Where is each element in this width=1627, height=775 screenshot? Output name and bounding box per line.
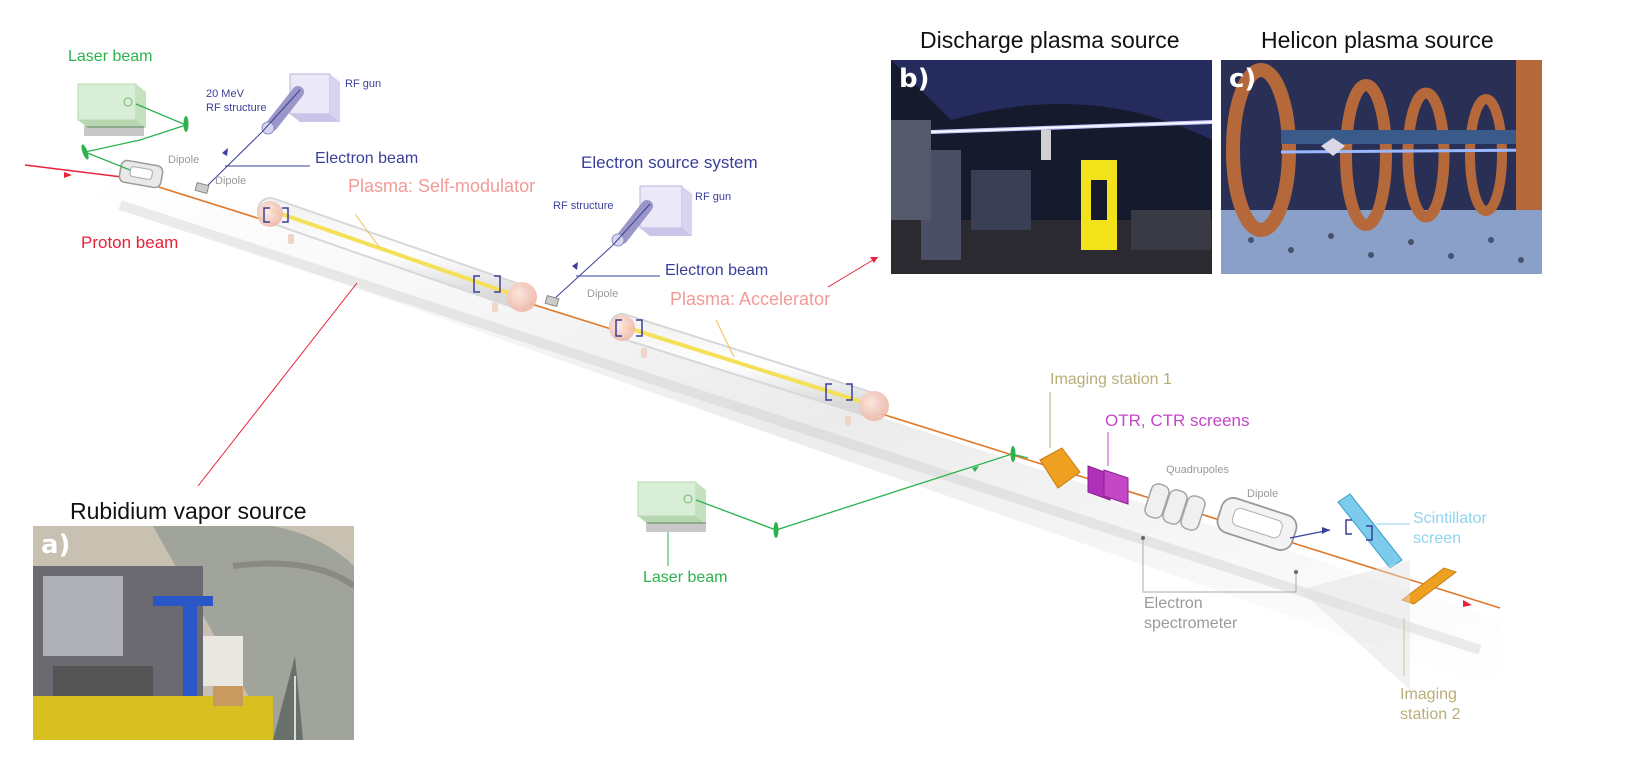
electron-beam-1-label: Electron beam [315, 150, 419, 167]
dipole-3-label: Dipole [587, 288, 619, 300]
rf-structure-20mev-line2: RF structure [206, 102, 267, 114]
imaging-station-1-icon [1039, 447, 1081, 489]
proton-beam-line [24, 164, 131, 179]
imaging-station-1-label: Imaging station 1 [1050, 371, 1172, 388]
dipole-4-label: Dipole [1247, 488, 1279, 500]
panel-b-photo: b) [891, 60, 1212, 274]
plasma-accelerator-tube [609, 313, 889, 426]
dipole-1-label: Dipole [168, 154, 200, 166]
plasma-accelerator-label: Plasma: Accelerator [670, 289, 831, 309]
scintillator-screen-icon [1337, 493, 1403, 569]
dipole-spectrometer-icon [1216, 497, 1298, 551]
electron-beam-2-label: Electron beam [665, 262, 769, 279]
rf-structure-2-label: RF structure [553, 200, 614, 212]
scintillator-screen-line1: Scintillator [1413, 510, 1487, 527]
laser-bottom-icon [637, 481, 706, 532]
rf-gun-1-label: RF gun [345, 78, 382, 90]
quadrupoles-label: Quadrupoles [1166, 464, 1229, 476]
plasma-self-modulator-tube [257, 197, 537, 312]
proton-arrow-icon [64, 172, 72, 178]
rf-gun-2-label: RF gun [695, 191, 732, 203]
rf-gun-1-icon [261, 73, 340, 135]
proton-beam-label: Proton beam [81, 233, 179, 252]
otr-ctr-screens-label: OTR, CTR screens [1105, 411, 1250, 430]
panel-b-title: Discharge plasma source [920, 27, 1180, 53]
panel-c-title: Helicon plasma source [1261, 27, 1494, 53]
rf-structure-20mev-line1: 20 MeV [206, 88, 244, 100]
panel-a-tag: a) [41, 530, 71, 560]
rf-gun-2-icon [611, 185, 692, 247]
floor-shadow-2 [118, 200, 1482, 655]
electron-spectrometer-line2: spectrometer [1144, 615, 1238, 632]
laser-path-bottom [695, 453, 1029, 531]
imaging-station-2-line2: station 2 [1400, 706, 1461, 723]
panel-c-photo: c) [1221, 60, 1542, 274]
laser-beam-top-label: Laser beam [68, 48, 153, 65]
panel-a-title: Rubidium vapor source [70, 498, 307, 524]
laser-top-icon [77, 83, 146, 136]
otr-ctr-screens-icon [1087, 465, 1129, 505]
panel-a-photo: a) [33, 526, 354, 740]
dipole-1-icon [118, 159, 164, 189]
rubidium-pointer [197, 282, 358, 487]
imaging-station-2-line1: Imaging [1400, 686, 1457, 703]
imaging-station-2-icon [1400, 567, 1458, 605]
floor-shadow [90, 175, 1500, 690]
quadrupoles-icon [1144, 483, 1206, 531]
exit-arrow-icon [1463, 600, 1472, 607]
laser-beam-bottom-label: Laser beam [643, 569, 728, 586]
electron-source-system-label: Electron source system [581, 153, 758, 172]
discharge-pointer [827, 256, 879, 288]
panel-b-tag: b) [899, 64, 930, 94]
plasma-self-modulator-label: Plasma: Self-modulator [348, 176, 536, 196]
scintillator-screen-line2: screen [1413, 530, 1462, 547]
dipole-2-label: Dipole [215, 175, 247, 187]
electron-spectrometer-line1: Electron [1144, 595, 1203, 612]
panel-c-tag: c) [1229, 64, 1257, 94]
laser-path-top [84, 103, 188, 153]
